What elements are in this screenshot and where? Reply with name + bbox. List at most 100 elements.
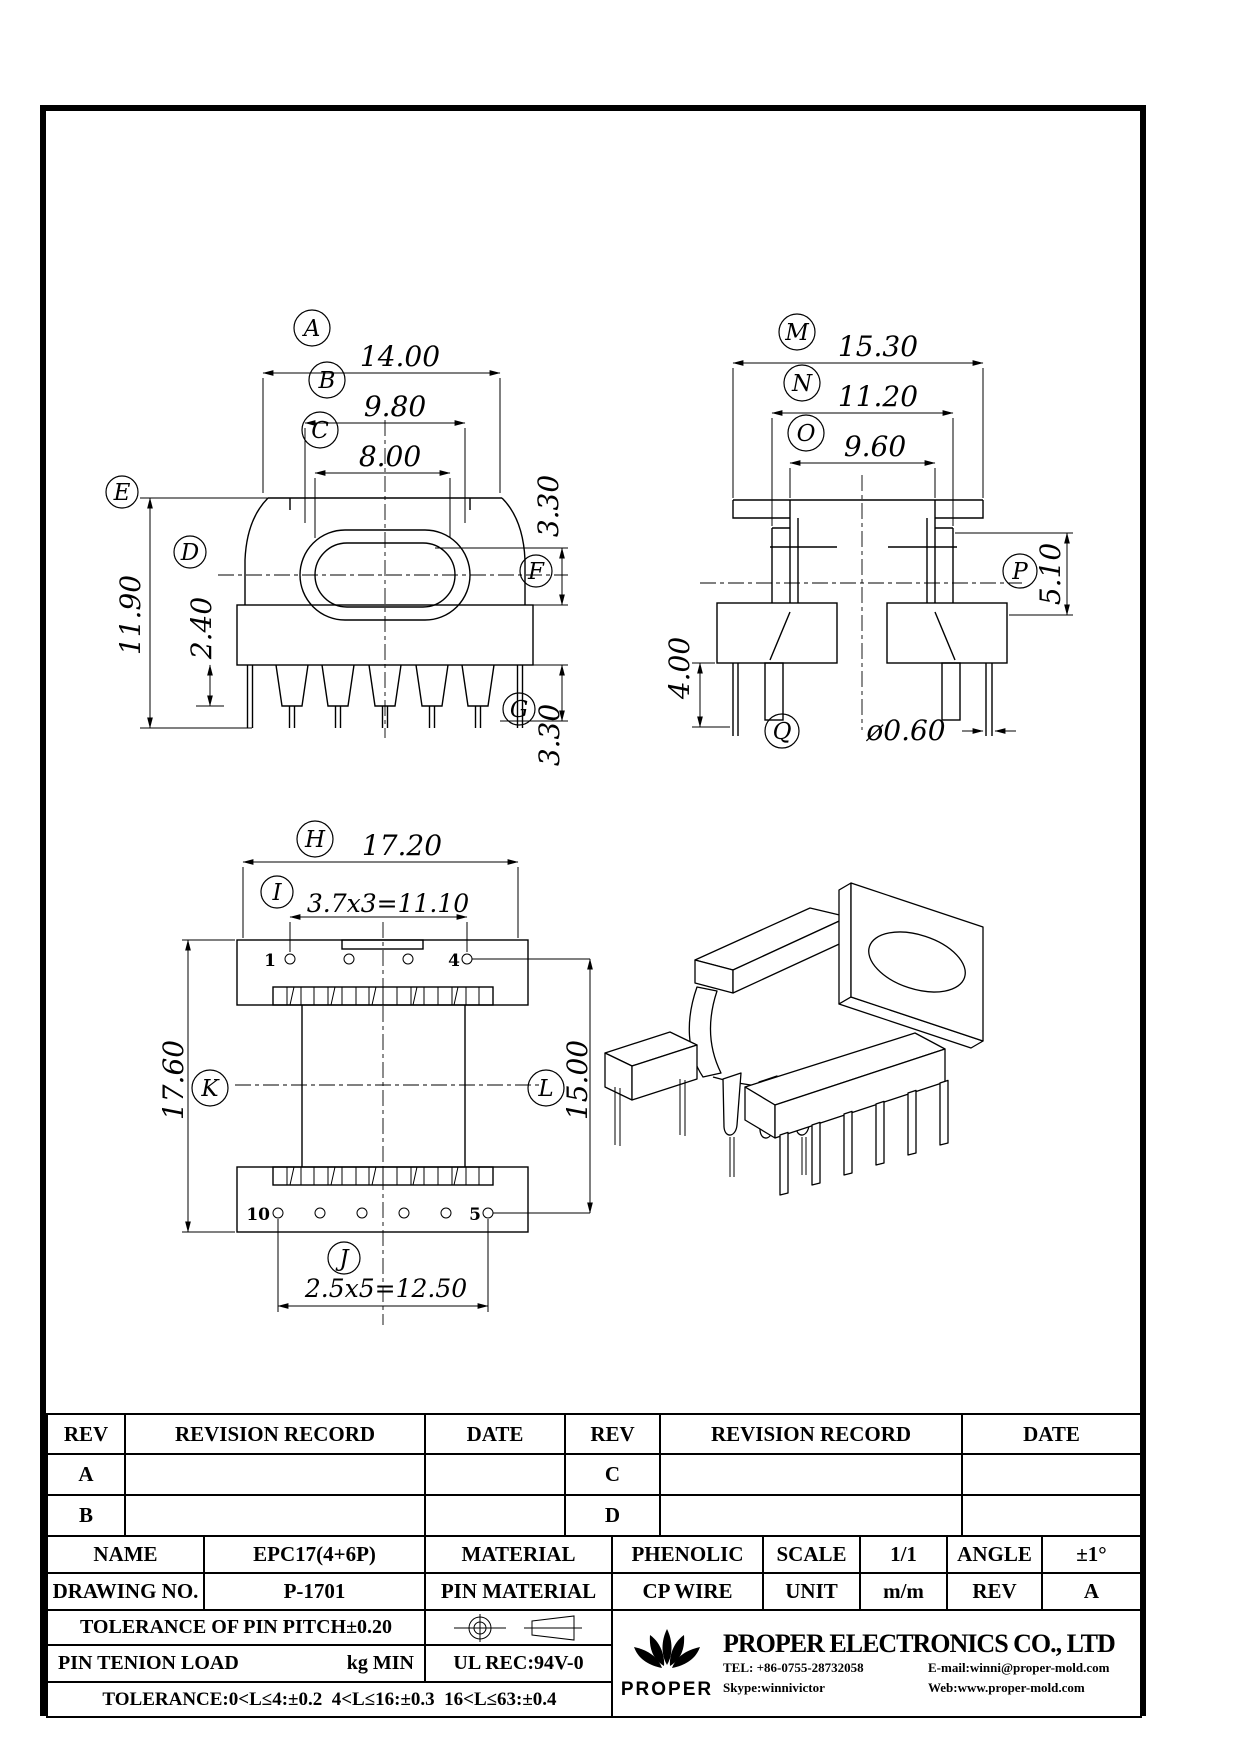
plan-extension-lines [182,867,590,1312]
dim-E: E 11.90 [105,475,147,655]
dim-C: C 8.00 [301,411,421,473]
dim-N: N 11.20 [783,364,918,413]
pin-material-value: CP WIRE [611,1572,764,1611]
front-centerlines [218,420,568,738]
date-header: DATE [424,1413,566,1455]
front-dimension-lines [147,370,565,729]
revision-header-row: REV REVISION RECORD DATE REV REVISION RE… [46,1413,1142,1455]
dim-E-letter: E [113,480,131,506]
dim-H: H 17.20 [296,820,442,862]
dim-Q: Q ø0.60 [764,713,946,749]
rev-a-date [424,1453,566,1496]
rev-header: REV [46,1413,126,1455]
dim-Q-value: ø0.60 [865,714,945,747]
company-skype: Skype:winnivictor [723,1679,825,1695]
iso-body [604,882,984,1196]
scale-value: 1/1 [859,1535,948,1574]
dim-H-letter: H [304,827,326,853]
pin-tension-label: PIN TENION LOAD [58,1652,239,1674]
revision-row-b-d: B D [46,1494,1142,1537]
company-tel: TEL: +86-0755-28732058 [723,1660,864,1676]
rev-label: REV [946,1572,1043,1611]
dim-B: B 9.80 [308,361,426,423]
dim-B-letter: B [318,368,336,394]
material-label: MATERIAL [424,1535,613,1574]
title-row-5: TOLERANCE:0<L≤4:±0.2 4<L≤16:±0.3 16<L≤63… [46,1681,1141,1718]
dim-seat-value: 4.00 [663,637,696,700]
rev-b: B [46,1494,126,1537]
date-header-2: DATE [961,1413,1142,1455]
dim-seat: 4.00 [663,637,696,700]
lotus-icon [634,1628,700,1668]
pin-number-10: 10 [246,1205,270,1225]
drawing-no-value: P-1701 [203,1572,426,1611]
dim-F-value: 3.30 [532,475,565,537]
dim-L-letter: L [537,1076,553,1102]
projection-symbol-icon [453,1613,582,1642]
unit-label: UNIT [762,1572,861,1611]
pin-number-5: 5 [469,1205,481,1225]
dim-F-letter: F [527,559,545,585]
rev-c: C [564,1453,661,1496]
plan-pin-holes [272,953,494,1219]
revision-row-a-c: A C [46,1453,1142,1496]
side-body-outline [716,499,1008,736]
dim-I-value: 3.7x3=11.10 [307,889,469,918]
dim-K-letter: K [200,1076,220,1102]
company-logo: PROPER [617,1627,717,1701]
dim-H-value: 17.20 [362,829,442,862]
dim-P-value: 5.10 [1034,543,1067,605]
dim-G: G 3.30 [502,692,566,766]
projection-symbol-cell [424,1609,613,1646]
dim-C-letter: C [311,418,329,444]
dim-N-value: 11.20 [838,380,918,413]
rev-c-date [961,1453,1142,1496]
dim-K: K 17.60 [157,1040,229,1120]
plan-centerlines [235,922,540,1325]
rev-d-date [961,1494,1142,1537]
dim-O-value: 9.60 [844,430,906,463]
dim-J: J 2.5x5=12.50 [304,1241,467,1303]
ul-rec: UL REC:94V-0 [424,1644,613,1683]
dim-P: P 5.10 [1002,543,1067,605]
plan-body-outline [236,939,529,1233]
rev-d: D [564,1494,661,1537]
dim-K-value: 17.60 [157,1040,190,1120]
dim-G-letter: G [510,697,528,723]
dim-B-value: 9.80 [364,390,426,423]
name-value: EPC17(4+6P) [203,1535,426,1574]
dim-I: I 3.7x3=11.10 [260,875,469,918]
angle-value: ±1° [1041,1535,1142,1574]
revision-table: REV REVISION RECORD DATE REV REVISION RE… [46,1413,1142,1537]
rev-a-record [124,1453,426,1496]
dim-M: M 15.30 [778,313,918,363]
pin-material-label: PIN MATERIAL [424,1572,613,1611]
revision-record-header-2: REVISION RECORD [659,1413,963,1455]
dim-L-value: 15.00 [561,1040,594,1120]
dim-E-value: 11.90 [114,575,147,655]
title-block: NAME EPC17(4+6P) MATERIAL PHENOLIC SCALE… [46,1535,1142,1718]
side-view: M 15.30 N 11.20 O 9.60 P 5.10 4.00 Q ø0.… [663,313,1073,749]
pin-tension-unit: kg MIN [346,1652,414,1674]
dim-G-value: 3.30 [533,704,566,766]
pin-number-1: 1 [264,951,276,971]
dim-A-letter: A [302,316,321,342]
rev-b-record [124,1494,426,1537]
company-web: Web:www.proper-mold.com [928,1679,1085,1695]
dim-J-letter: J [335,1246,350,1272]
dim-L: L 15.00 [527,1040,594,1120]
dim-D-letter: D [180,540,199,566]
title-row-4: PIN TENION LOAD kg MIN UL REC:94V-0 [46,1644,1141,1683]
revision-record-header: REVISION RECORD [124,1413,426,1455]
dim-A: A 14.00 [293,309,440,373]
plan-view: 1 4 10 5 H 17.20 I 3.7x3=11.10 K 17.60 L… [157,820,594,1325]
title-row-2: DRAWING NO. P-1701 PIN MATERIAL CP WIRE … [46,1572,1142,1611]
company-email: E-mail:winni@proper-mold.com [928,1660,1110,1676]
dim-F: F 3.30 [519,475,565,588]
tolerance-line: TOLERANCE:0<L≤4:±0.2 4<L≤16:±0.3 16<L≤63… [46,1681,613,1718]
title-row-3: TOLERANCE OF PIN PITCH±0.20 [46,1609,1142,1718]
dim-A-value: 14.00 [360,340,440,373]
rev-b-date [424,1494,566,1537]
dim-M-value: 15.30 [838,330,918,363]
drawing-no-label: DRAWING NO. [46,1572,205,1611]
